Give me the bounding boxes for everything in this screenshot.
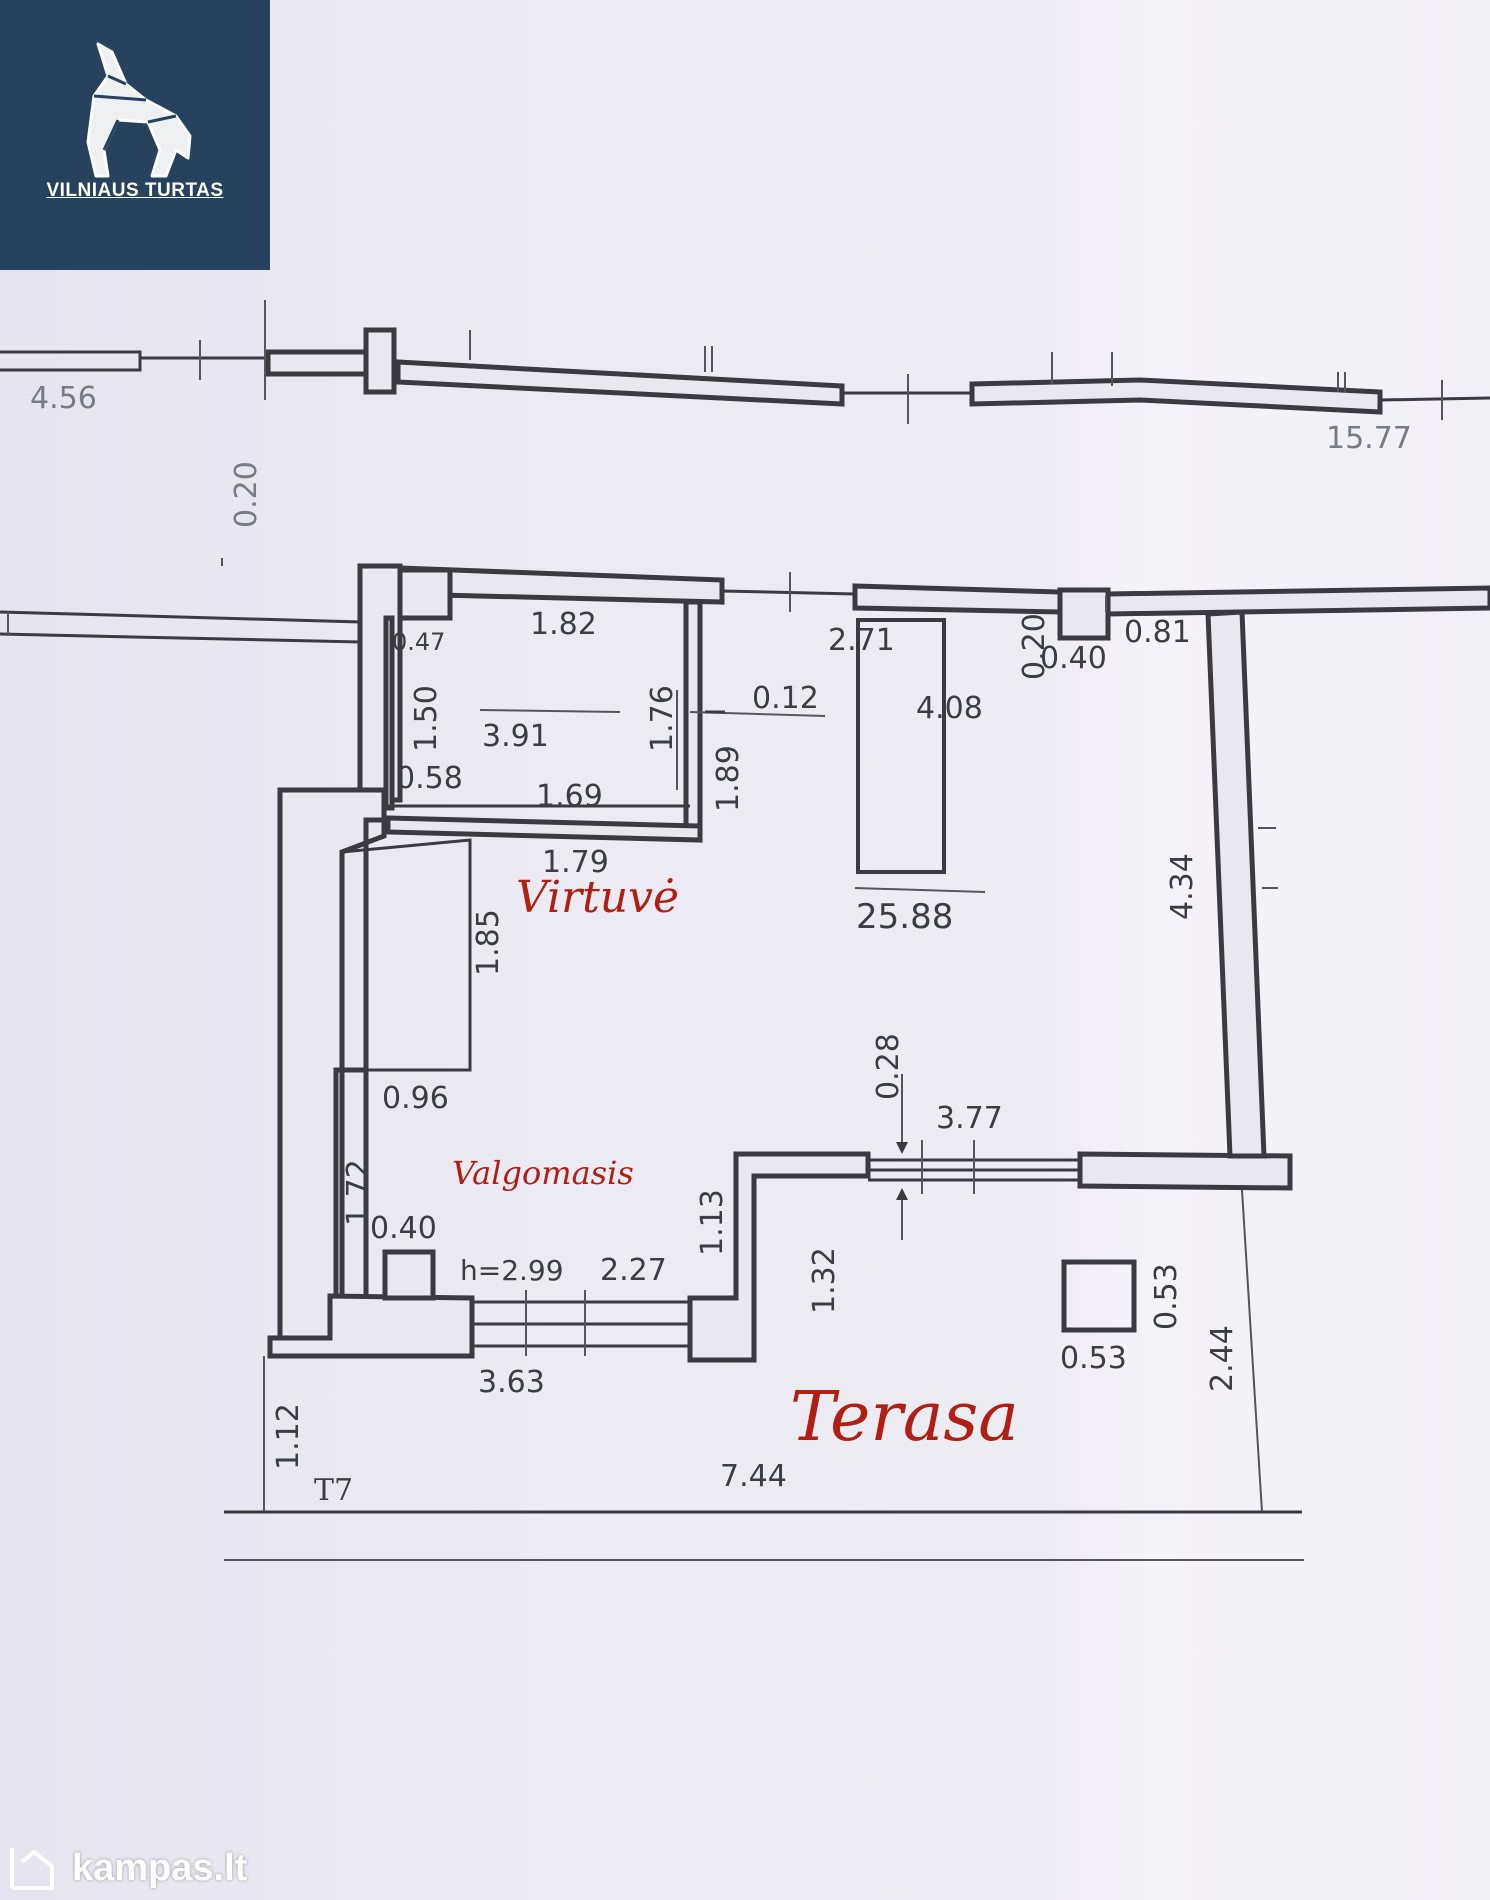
dim-door-width: 3.77 [936,1101,1003,1136]
dim-niche-base: 1.69 [536,779,603,814]
right-wall [1205,609,1278,1159]
kitchen-counter [856,618,946,874]
dim-niche-depth: 1.76 [645,685,680,752]
dim-dining-bottom: 2.27 [600,1253,667,1288]
dim-step-height: 1.13 [695,1189,730,1256]
dim-chimney-width: 0.40 [370,1211,437,1246]
dim-kitchen-left-wall: 0.47 [392,628,445,656]
dim-column-width: 0.40 [1040,641,1107,676]
dim-terrace-left: 1.12 [271,1403,306,1470]
dim-niche-bottom: 0.58 [396,761,463,796]
dim-outer-right: 15.77 [1326,421,1412,456]
dim-partition: 0.12 [752,681,819,716]
area-underline [854,887,986,893]
dimension-labels: 4.56 15.77 0.20 0.47 1.82 2.71 0.20 0.40… [30,381,1412,1508]
dim-marker: T7 [314,1473,353,1508]
dim-terrace-length: 7.44 [720,1459,787,1494]
watermark-text: kampas.lt [72,1846,248,1889]
dim-kitchen-ceiling-line: 2.71 [828,623,895,658]
room-label-dining: Valgomasis [452,1154,634,1192]
dim-right-offset: 0.81 [1124,615,1191,650]
dim-pillar-width: 0.53 [1060,1341,1127,1376]
brand-logo: VILNIAUS TURTAS [0,0,270,270]
dim-area: 25.88 [856,897,953,937]
kampas-watermark: kampas.lt [6,1842,247,1894]
room-label-kitchen: Virtuvė [516,872,679,923]
room-label-terrace: Terasa [790,1378,1019,1457]
dim-pillar-height: 0.53 [1149,1263,1184,1330]
dim-partition-height: 1.89 [711,745,746,812]
dim-side-depth: 1.85 [471,909,506,976]
dim-kitchen-bottom: 1.79 [542,845,609,880]
dim-terrace-side: 2.44 [1205,1325,1240,1392]
dim-niche-length: 3.91 [482,719,549,754]
dim-door-threshold: 0.28 [871,1033,906,1100]
dim-kitchen-width: 1.82 [530,607,597,642]
dim-column-top: 0.20 [1017,613,1052,680]
dim-entry-height: 1.32 [807,1247,842,1314]
house-icon [10,1848,54,1890]
dim-gap: 0.20 [229,461,264,528]
dim-counter-length: 4.08 [916,691,983,726]
dim-ceiling-height: h=2.99 [460,1254,564,1287]
dim-small-ledge: 0.96 [382,1081,449,1116]
dim-outer-left: 4.56 [30,381,97,416]
brand-name: VILNIAUS TURTAS [46,180,224,201]
kitchen-niche [383,599,826,843]
dining-outline [267,787,1293,1363]
howling-wolf-icon [86,42,192,178]
dim-dining-left: 1.72 [341,1159,376,1226]
outer-wall-second [0,563,1490,803]
terrace-outline [221,558,1304,1561]
dim-niche-height: 1.50 [409,685,444,752]
outer-wall-top [0,300,1490,424]
terrace-pillar [1061,1259,1137,1333]
dim-entrance-width: 3.63 [478,1365,545,1400]
dim-right-wall-height: 4.34 [1165,853,1200,920]
